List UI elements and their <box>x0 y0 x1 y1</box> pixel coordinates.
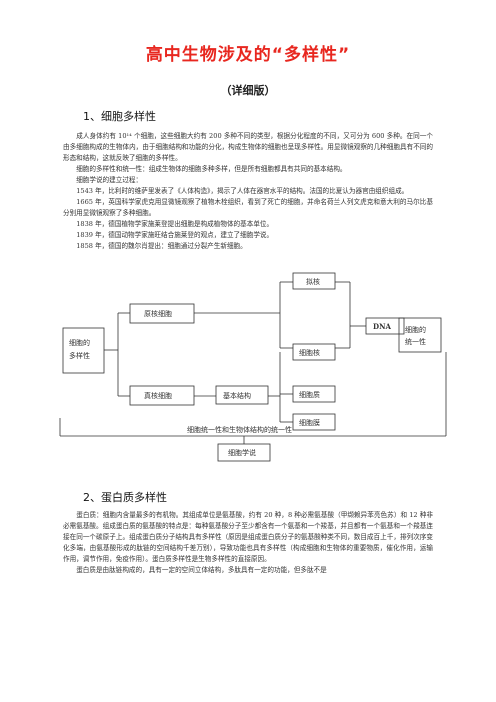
page-title: 高中生物涉及的“多样性” <box>145 45 351 65</box>
paragraph: 细胞的多样性和统一性：组成生物体的细胞多种多样，但是所有细胞都具有共同的基本结构… <box>76 165 347 173</box>
box-nucleoid <box>292 272 336 290</box>
label-unity-statement: 细胞统一性和生物体结构的统一性 <box>187 425 292 434</box>
paragraph: 细胞学说的建立过程： <box>76 176 143 184</box>
label-diversity-1: 细胞的 <box>69 338 90 347</box>
box-nucleus <box>292 343 336 361</box>
section-heading-protein-diversity: 2、蛋白质多样性 <box>83 491 167 504</box>
label-unity-2: 统一性 <box>405 337 426 346</box>
section-body-cell-diversity: 成人身体约有 10¹⁴ 个细胞，这些细胞大约有 200 多种不同的类型，根据分化… <box>63 131 433 252</box>
paragraph: 1838 年，德国植物学家施莱登提出细胞是构成植物体的基本单位。 <box>76 220 274 228</box>
box-diversity <box>62 327 105 374</box>
label-cytoplasm: 细胞质 <box>299 390 320 399</box>
page-subtitle: （详细版） <box>220 84 276 97</box>
label-prokaryote: 原核细胞 <box>144 309 172 318</box>
paragraph: 蛋白质：细胞内含量最多的有机物。其组成单位是氨基酸，约有 20 种，8 种必需氨… <box>63 511 433 563</box>
label-eukaryote: 真核细胞 <box>144 391 172 400</box>
box-eukaryote <box>129 385 195 406</box>
paragraph: 1839 年，德国动物学家施旺结合施莱登的观点，建立了细胞学说。 <box>76 231 274 239</box>
label-diversity-2: 多样性 <box>69 351 90 360</box>
label-nucleoid: 拟核 <box>306 277 320 286</box>
label-cell-theory: 细胞学说 <box>228 448 256 457</box>
label-unity-1: 细胞的 <box>405 325 426 334</box>
paragraph: 1858 年，德国的魏尔肖提出：细胞通过分裂产生新细胞。 <box>76 242 247 250</box>
paragraph: 成人身体约有 10¹⁴ 个细胞，这些细胞大约有 200 多种不同的类型，根据分化… <box>63 132 433 162</box>
box-prokaryote <box>129 303 195 324</box>
label-basic-structure: 基本结构 <box>223 391 251 400</box>
paragraph: 1543 年，比利时的维萨里发表了《人体构造》，揭示了人体在器官水平的结构。法国… <box>76 187 409 195</box>
paragraph: 1665 年，英国科学家虎克用显微镜观察了植物木栓组织，看到了死亡的细胞，并命名… <box>63 198 433 217</box>
label-membrane: 细胞膜 <box>299 418 320 427</box>
box-unity <box>398 317 442 353</box>
box-basic-structure <box>215 385 269 405</box>
label-dna: DNA <box>373 322 391 331</box>
label-nucleus: 细胞核 <box>299 348 320 357</box>
section-heading-cell-diversity: 1、细胞多样性 <box>83 110 156 123</box>
paragraph: 蛋白质是由肽链构成的，具有一定的空间立体结构，多肽具有一定的功能，但多肽不是 <box>76 566 327 574</box>
section-body-protein-diversity: 蛋白质：细胞内含量最多的有机物。其组成单位是氨基酸，约有 20 种，8 种必需氨… <box>63 510 433 576</box>
